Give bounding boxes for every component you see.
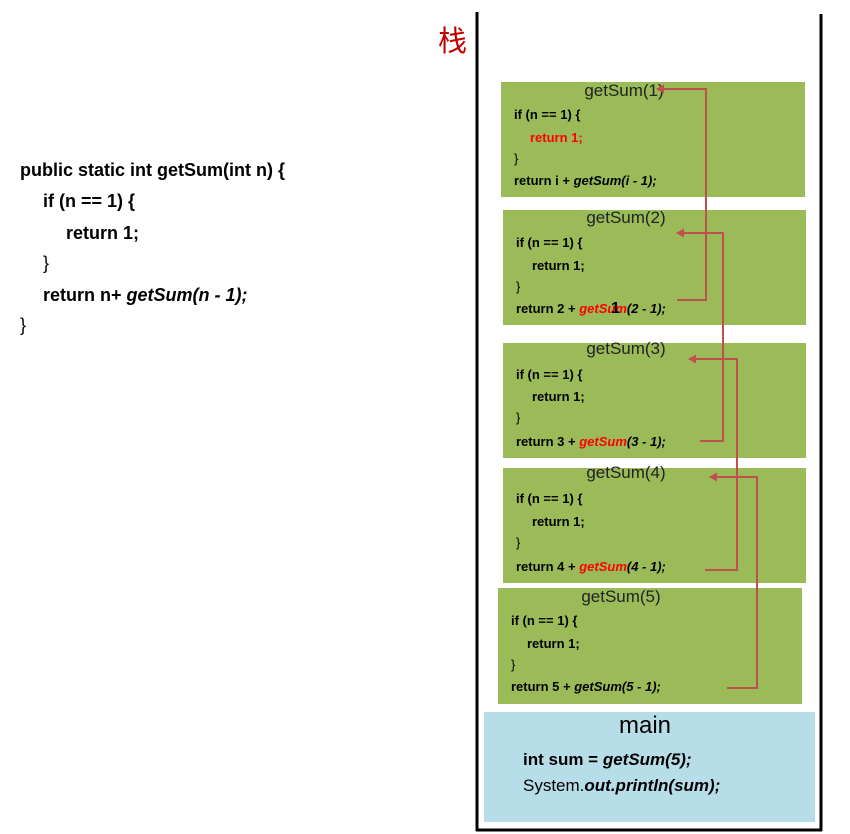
frame-return-line: return i + getSum(i - 1); [514, 172, 657, 190]
frame-return-prefix: return 4 + [516, 559, 580, 574]
frame-return-one: return 1; [527, 636, 580, 651]
returned-value-overlay: 1 [611, 300, 620, 317]
frame-if-line: if (n == 1) { [516, 367, 583, 382]
frame-if-close: } [516, 535, 521, 550]
code-if-close: } [43, 253, 50, 273]
frame-return-fn: getSum [579, 301, 627, 316]
frame-if-close: } [511, 657, 516, 672]
frame-return-one: return 1; [532, 514, 585, 529]
code-signature: public static int getSum(int n) { [20, 160, 285, 180]
frame-return-prefix: return i + [514, 173, 574, 188]
stack-frame-getsum-1: getSum(1) if (n == 1) { return 1; } retu… [501, 81, 805, 197]
frame-title: getSum(3) [586, 339, 666, 358]
frame-return-args: (i - 1); [621, 173, 657, 188]
main-assign-prefix: int sum = [523, 750, 603, 769]
main-assign-line: int sum = getSum(5); [523, 749, 692, 771]
frame-return-one: return 1; [532, 258, 585, 273]
frame-return-args: (4 - 1); [626, 559, 666, 574]
code-return-one: return 1; [66, 223, 140, 243]
frame-if-close: } [516, 410, 521, 425]
stack-frame-getsum-4: getSum(4) if (n == 1) { return 1; } retu… [503, 463, 806, 583]
frame-return-fn: getSum [579, 434, 627, 449]
code-return-call: getSum(n - 1); [126, 285, 248, 305]
frame-title: getSum(1) [584, 81, 664, 100]
code-return-line: return n+ getSum(n - 1); [43, 284, 248, 306]
code-method-close: } [20, 315, 27, 335]
stack-label: 栈 [438, 24, 468, 58]
stack-frame-getsum-3: getSum(3) if (n == 1) { return 1; } retu… [503, 339, 806, 458]
frame-if-line: if (n == 1) { [511, 613, 578, 628]
main-print-prefix: System. [523, 776, 585, 795]
stack-frame-getsum-5: getSum(5) if (n == 1) { return 1; } retu… [498, 587, 802, 704]
frame-return-line: return 5 + getSum(5 - 1); [511, 678, 661, 696]
stack-frame-main: main int sum = getSum(5); System.out.pri… [484, 712, 815, 822]
frame-title: getSum(4) [586, 463, 666, 482]
frame-if-line: if (n == 1) { [514, 107, 581, 122]
frame-title: getSum(5) [581, 587, 661, 606]
frame-return-line: return 4 + getSum(4 - 1); [516, 558, 666, 576]
frame-return-fn: getSum [574, 679, 622, 694]
frame-title: getSum(2) [586, 208, 666, 227]
frame-if-line: if (n == 1) { [516, 491, 583, 506]
code-if-line: if (n == 1) { [43, 191, 136, 211]
frame-return-prefix: return 3 + [516, 434, 580, 449]
frame-if-close: } [514, 151, 519, 166]
frame-return-fn: getSum [573, 173, 622, 188]
code-return-prefix: return n+ [43, 285, 127, 305]
frame-return-line: return 3 + getSum(3 - 1); [516, 433, 666, 451]
frame-if-line: if (n == 1) { [516, 235, 583, 250]
frame-return-fn: getSum [579, 559, 627, 574]
frame-return-one: return 1; [530, 130, 583, 145]
frame-return-args: (2 - 1); [626, 301, 666, 316]
frame-return-args: (3 - 1); [626, 434, 666, 449]
main-frame-title: main [618, 712, 672, 739]
frame-return-args: (5 - 1); [621, 679, 661, 694]
main-print-call: out.println(sum); [584, 776, 721, 795]
main-assign-call: getSum(5); [602, 750, 692, 769]
stack-frame-getsum-2: getSum(2) if (n == 1) { return 1; } retu… [503, 208, 806, 325]
frame-return-prefix: return 5 + [511, 679, 575, 694]
frame-return-one: return 1; [532, 389, 585, 404]
frame-return-prefix: return 2 + [516, 301, 580, 316]
frame-return-line: return 2 + getSum(2 - 1); [516, 300, 666, 318]
main-print-line: System.out.println(sum); [523, 775, 720, 797]
frame-if-close: } [516, 279, 521, 294]
